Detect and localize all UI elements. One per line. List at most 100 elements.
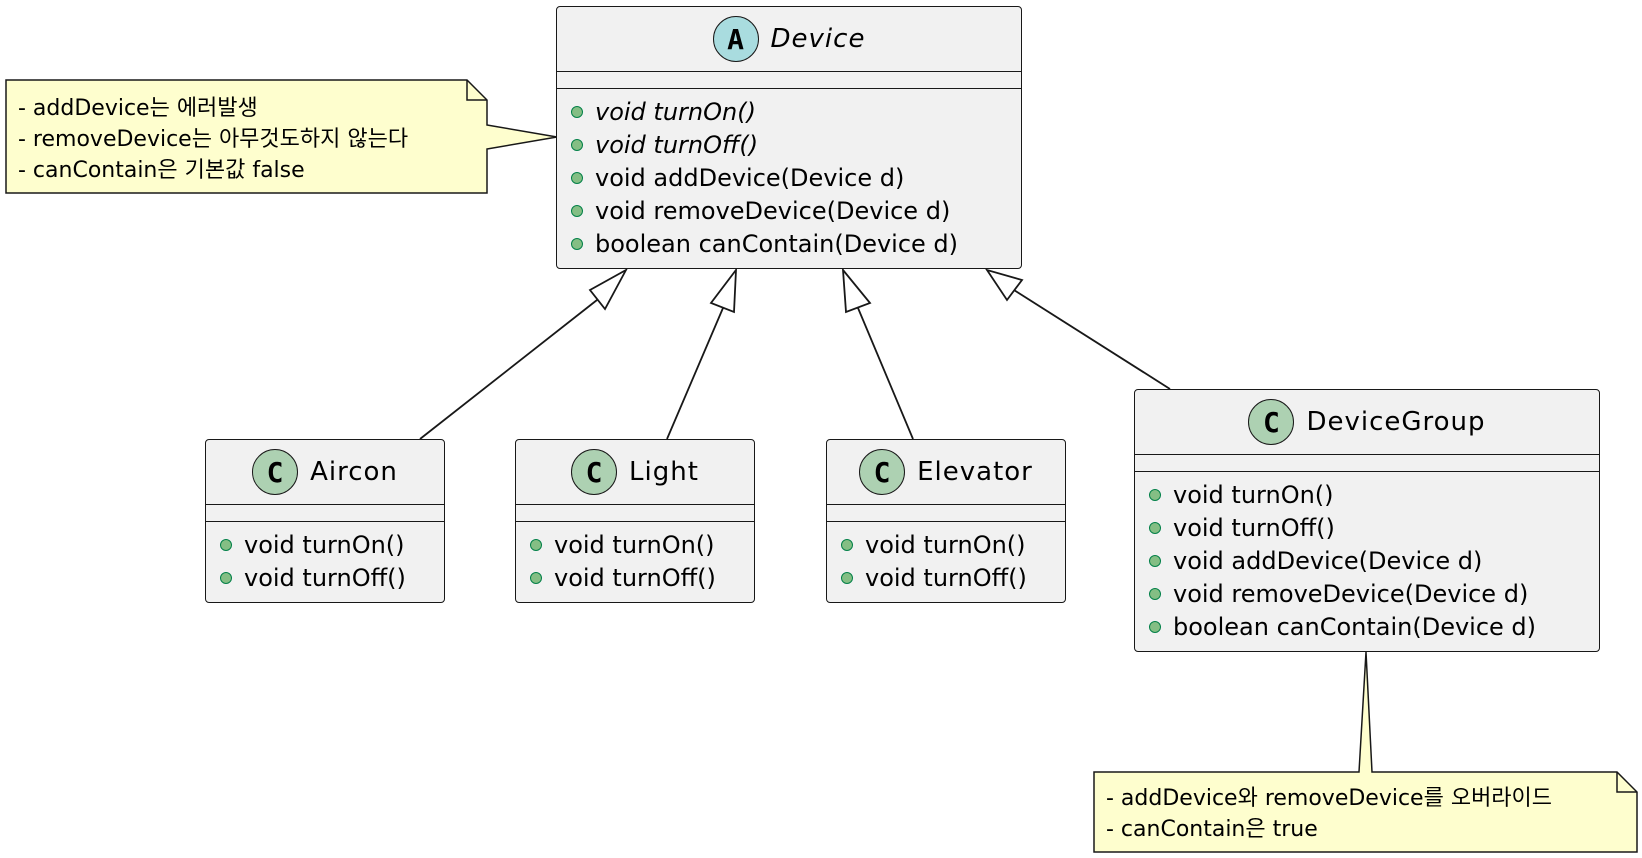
class-elevator-methods: void turnOn() void turnOff() [827, 522, 1065, 600]
method-row: void turnOff() [530, 561, 746, 594]
class-device-header: A Device [557, 7, 1021, 71]
note-line: - removeDevice는 아무것도하지 않는다 [18, 126, 409, 152]
class-light-name: Light [629, 457, 699, 487]
method-label: void addDevice(Device d) [595, 163, 905, 192]
inheritance-edges [419, 289, 1171, 440]
class-elevator-method-separator [827, 521, 1065, 522]
public-method-icon [571, 105, 583, 118]
method-label: void turnOn() [1173, 480, 1334, 509]
public-method-icon [1149, 488, 1161, 501]
method-label: void turnOff() [865, 563, 1027, 592]
note-devicegroup: - addDevice와 removeDevice를 오버라이드 - canCo… [1106, 780, 1552, 842]
inheritance-arrowheads [588, 267, 1024, 314]
class-aircon-name: Aircon [310, 457, 398, 487]
class-device-field-separator [557, 71, 1021, 72]
public-method-icon [571, 171, 583, 184]
class-aircon-header: C Aircon [206, 440, 444, 504]
class-icon: C [571, 449, 618, 495]
method-row: void removeDevice(Device d) [1149, 577, 1591, 610]
method-label: void turnOn() [595, 97, 756, 126]
edge-light-device [666, 307, 724, 440]
method-row: void turnOff() [571, 128, 1013, 161]
public-method-icon [530, 538, 542, 551]
class-light[interactable]: C Light void turnOn() void turnOff() [515, 439, 755, 603]
class-aircon-method-separator [206, 521, 444, 522]
note-line: - addDevice와 removeDevice를 오버라이드 [1106, 785, 1553, 811]
class-elevator-name: Elevator [917, 457, 1033, 487]
class-devicegroup[interactable]: C DeviceGroup void turnOn() void turnOff… [1134, 389, 1600, 652]
arrowhead-devicegroup [984, 268, 1024, 302]
public-method-icon [1149, 620, 1161, 633]
method-label: void removeDevice(Device d) [595, 196, 951, 225]
public-method-icon [220, 538, 232, 551]
method-row: boolean canContain(Device d) [1149, 610, 1591, 643]
class-elevator-header: C Elevator [827, 440, 1065, 504]
method-label: void turnOff() [1173, 513, 1335, 542]
edge-devicegroup-device [1013, 289, 1171, 390]
public-method-icon [1149, 521, 1161, 534]
class-aircon[interactable]: C Aircon void turnOn() void turnOff() [205, 439, 445, 603]
public-method-icon [841, 571, 853, 584]
class-devicegroup-field-separator [1135, 454, 1599, 455]
method-label: void turnOn() [554, 530, 715, 559]
class-devicegroup-method-separator [1135, 471, 1599, 472]
method-row: void turnOff() [220, 561, 436, 594]
method-label: void turnOff() [244, 563, 406, 592]
method-label: void turnOn() [865, 530, 1026, 559]
arrowhead-aircon [588, 267, 629, 311]
class-icon: C [859, 449, 906, 495]
method-label: void turnOff() [595, 130, 759, 159]
class-devicegroup-methods: void turnOn() void turnOff() void addDev… [1135, 472, 1599, 649]
public-method-icon [841, 538, 853, 551]
note-line: - canContain은 true [1106, 816, 1318, 842]
public-method-icon [571, 204, 583, 217]
class-device-method-separator [557, 88, 1021, 89]
public-method-icon [571, 237, 583, 250]
class-light-header: C Light [516, 440, 754, 504]
note-device: - addDevice는 에러발생 - removeDevice는 아무것도하지… [18, 90, 408, 183]
public-method-icon [1149, 587, 1161, 600]
arrowhead-light [709, 267, 738, 314]
abstract-class-icon: A [712, 16, 759, 62]
arrowhead-elevator [841, 267, 872, 314]
method-row: void turnOn() [841, 528, 1057, 561]
public-method-icon [530, 571, 542, 584]
method-label: boolean canContain(Device d) [595, 229, 959, 258]
class-light-method-separator [516, 521, 754, 522]
class-light-methods: void turnOn() void turnOff() [516, 522, 754, 600]
method-row: void turnOn() [571, 95, 1013, 128]
method-row: void turnOff() [1149, 511, 1591, 544]
class-aircon-methods: void turnOn() void turnOff() [206, 522, 444, 600]
note-group-fold [1616, 772, 1637, 793]
public-method-icon [220, 571, 232, 584]
method-label: void addDevice(Device d) [1173, 546, 1483, 575]
edge-aircon-device [419, 299, 598, 440]
method-row: void addDevice(Device d) [1149, 544, 1591, 577]
class-icon: C [1248, 399, 1295, 445]
class-aircon-field-separator [206, 504, 444, 505]
method-label: void turnOff() [554, 563, 716, 592]
class-devicegroup-header: C DeviceGroup [1135, 390, 1599, 454]
class-devicegroup-name: DeviceGroup [1306, 407, 1486, 437]
method-row: void turnOn() [220, 528, 436, 561]
class-icon: C [252, 449, 299, 495]
class-light-field-separator [516, 504, 754, 505]
note-line: - canContain은 기본값 false [18, 157, 305, 183]
method-row: void turnOn() [1149, 478, 1591, 511]
class-device-methods: void turnOn() void turnOff() void addDev… [557, 89, 1021, 266]
class-device[interactable]: A Device void turnOn() void turnOff() vo… [556, 6, 1022, 269]
note-line: - addDevice는 에러발생 [18, 95, 258, 121]
note-device-fold [466, 80, 487, 101]
method-row: void removeDevice(Device d) [571, 194, 1013, 227]
public-method-icon [1149, 554, 1161, 567]
method-label: void turnOn() [244, 530, 405, 559]
method-label: void removeDevice(Device d) [1173, 579, 1529, 608]
method-row: void turnOn() [530, 528, 746, 561]
method-row: void turnOff() [841, 561, 1057, 594]
method-label: boolean canContain(Device d) [1173, 612, 1537, 641]
class-device-name: Device [770, 24, 866, 54]
class-elevator[interactable]: C Elevator void turnOn() void turnOff() [826, 439, 1066, 603]
method-row: void addDevice(Device d) [571, 161, 1013, 194]
public-method-icon [571, 138, 583, 151]
